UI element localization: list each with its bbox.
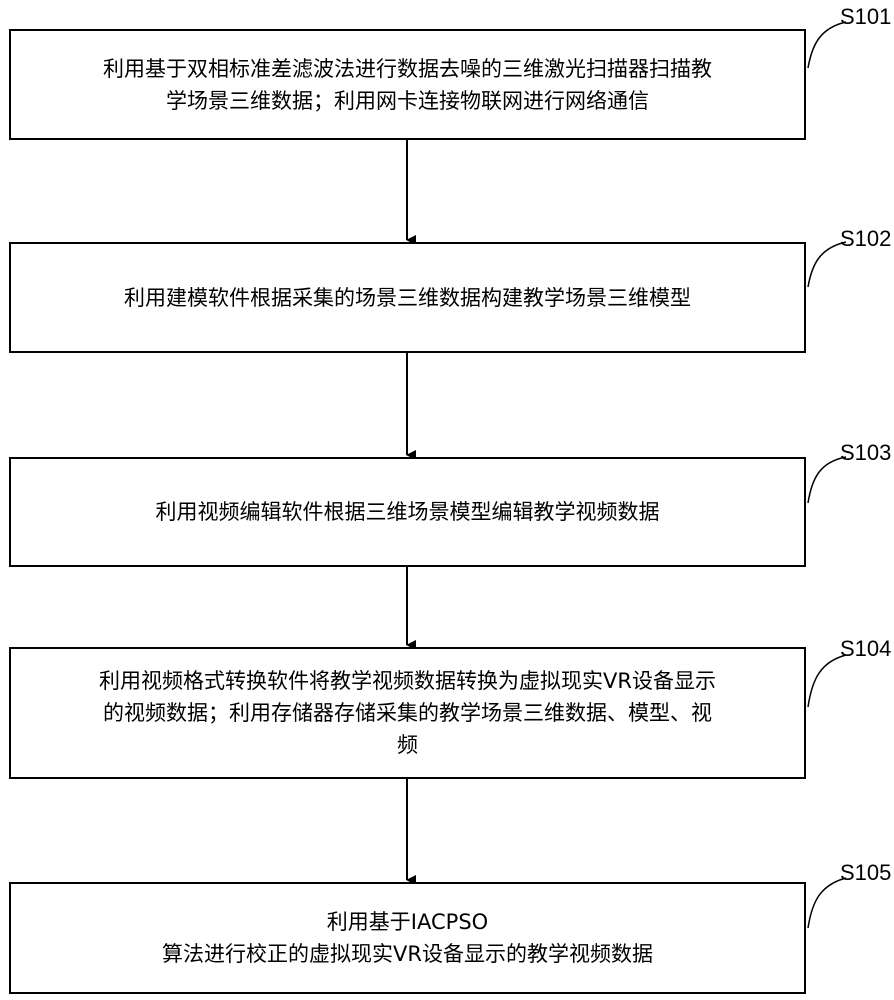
step-box-s102: 利用建模软件根据采集的场景三维数据构建教学场景三维模型 [9, 242, 806, 353]
step-box-s101: 利用基于双相标准差滤波法进行数据去噪的三维激光扫描器扫描教 学场景三维数据；利用… [9, 29, 806, 140]
step-label-s101: S101 [840, 4, 892, 29]
step-text-s104: 利用视频格式转换软件将教学视频数据转换为虚拟现实VR设备显示 的视频数据；利用存… [99, 669, 716, 757]
step-box-s105: 利用基于IACPSO 算法进行校正的虚拟现实VR设备显示的教学视频数据 [9, 882, 806, 994]
step-box-s103: 利用视频编辑软件根据三维场景模型编辑教学视频数据 [9, 457, 806, 567]
step-label-s104: S104 [840, 636, 892, 661]
step-text-s103: 利用视频编辑软件根据三维场景模型编辑教学视频数据 [155, 500, 660, 524]
step-label-s103: S103 [840, 440, 892, 465]
step-text-s101: 利用基于双相标准差滤波法进行数据去噪的三维激光扫描器扫描教 学场景三维数据；利用… [103, 56, 712, 113]
step-text-s102: 利用建模软件根据采集的场景三维数据构建教学场景三维模型 [124, 285, 691, 310]
step-label-s102: S102 [840, 226, 892, 251]
step-text-s105: 利用基于IACPSO 算法进行校正的虚拟现实VR设备显示的教学视频数据 [162, 910, 653, 966]
step-label-s105: S105 [840, 860, 892, 885]
label-leader-s104 [807, 654, 847, 708]
step-box-s104: 利用视频格式转换软件将教学视频数据转换为虚拟现实VR设备显示 的视频数据；利用存… [9, 647, 806, 779]
